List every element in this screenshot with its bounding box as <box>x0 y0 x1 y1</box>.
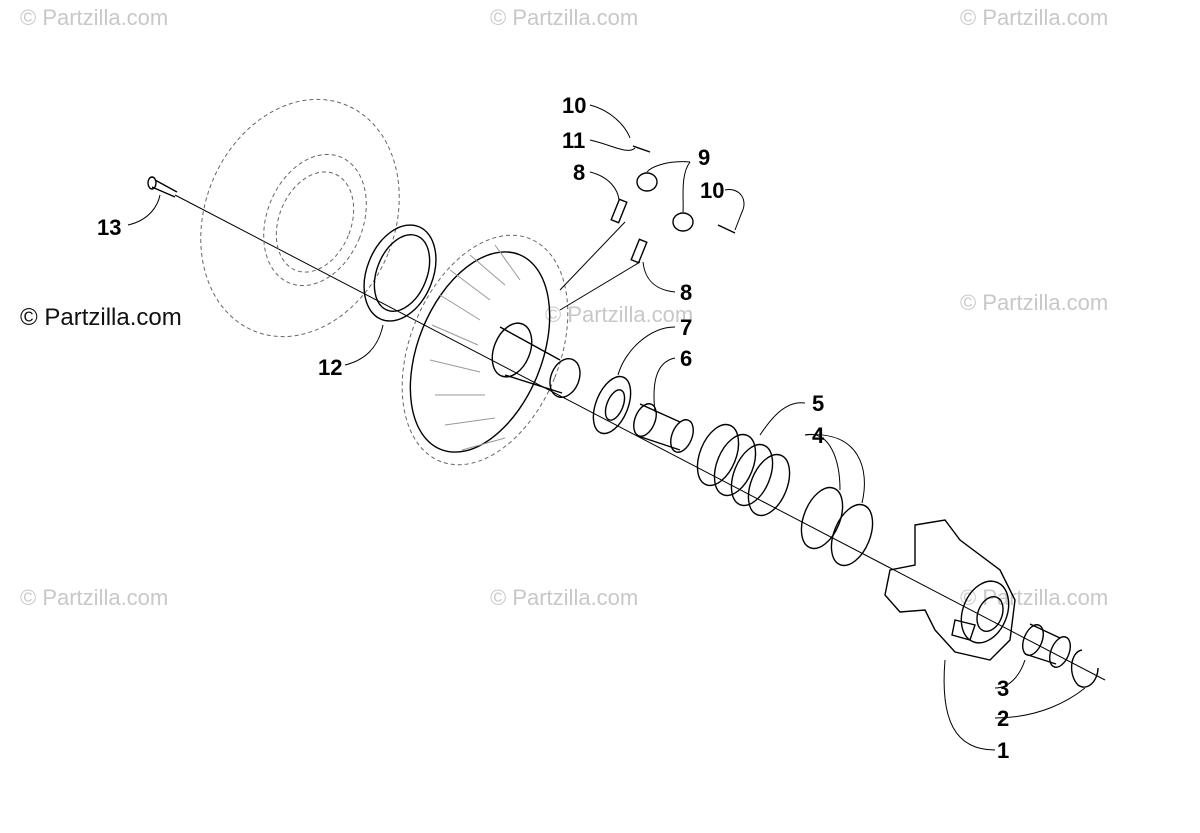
cam-part-1 <box>884 519 1016 661</box>
pin-part-8b <box>630 238 648 264</box>
watermark-top-center: © Partzilla.com <box>490 5 638 30</box>
watermark-bottom-right: © Partzilla.com <box>960 585 1108 610</box>
callout-4: 4 <box>812 423 825 448</box>
snap-ring-part-2 <box>1071 649 1099 688</box>
cap-part-9a <box>636 172 658 192</box>
spring-part-5 <box>696 423 791 517</box>
callout-8-top: 8 <box>573 160 585 185</box>
watermark-bottom-center: © Partzilla.com <box>490 585 638 610</box>
screw-part-13 <box>147 176 178 198</box>
callout-8-bottom: 8 <box>680 280 692 305</box>
gasket-part-12 <box>363 224 437 322</box>
watermark-top-right: © Partzilla.com <box>960 5 1108 30</box>
watermark-top-left: © Partzilla.com <box>20 5 168 30</box>
callout-10-top: 10 <box>562 93 586 118</box>
callout-13: 13 <box>97 215 121 240</box>
watermark-mid-right: © Partzilla.com <box>960 290 1108 315</box>
movable-sheave <box>401 234 581 466</box>
pin-part-11 <box>632 145 651 153</box>
watermark-dark: © Partzilla.com <box>20 304 182 331</box>
assembly-axis <box>174 194 1106 681</box>
callout-5: 5 <box>812 391 824 416</box>
pin-part-8a <box>610 198 628 224</box>
callout-6: 6 <box>680 346 692 371</box>
ring-part-4b <box>830 503 874 567</box>
pin-part-10 <box>717 224 736 234</box>
fixed-sheave <box>200 98 400 338</box>
ring-part-4a <box>800 486 844 550</box>
callout-3: 3 <box>997 676 1009 701</box>
callout-10-right: 10 <box>700 178 724 203</box>
watermark-center: © Partzilla.com <box>545 302 693 327</box>
watermark-bottom-left: © Partzilla.com <box>20 585 168 610</box>
cap-part-9b <box>672 212 694 232</box>
washer-part-7 <box>592 375 632 435</box>
callout-2: 2 <box>997 706 1009 731</box>
callout-1: 1 <box>997 738 1009 763</box>
bushing-part-6 <box>633 403 694 453</box>
callout-11: 11 <box>562 128 585 153</box>
bushing-part-3 <box>1022 623 1071 668</box>
callout-12: 12 <box>318 355 342 380</box>
callout-9: 9 <box>698 145 710 170</box>
callout-7: 7 <box>680 315 692 340</box>
